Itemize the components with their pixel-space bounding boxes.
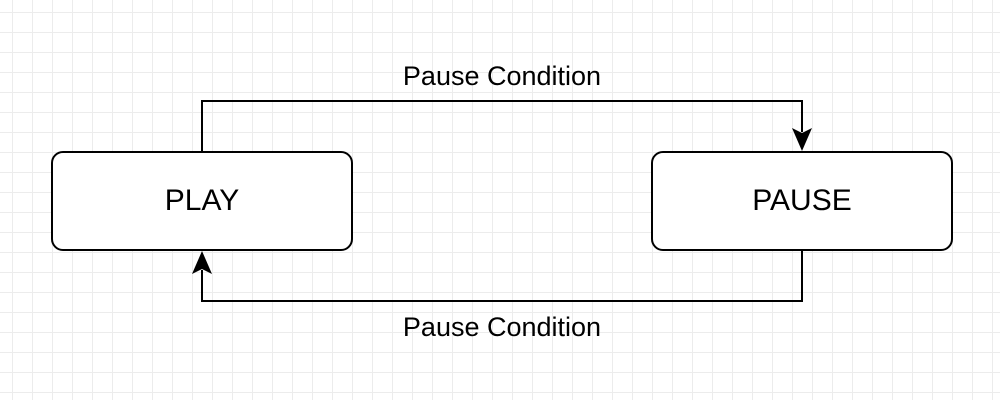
transition-pause-to-play-line[interactable] xyxy=(201,251,803,302)
transition-play-to-pause-label: Pause Condition xyxy=(402,61,602,91)
transition-pause-to-play-label: Pause Condition xyxy=(402,312,602,342)
state-play-label: PLAY xyxy=(164,184,240,217)
transition-play-to-pause-arrowhead xyxy=(792,128,812,151)
state-pause-label: PAUSE xyxy=(752,184,852,217)
state-pause-node[interactable]: PAUSE xyxy=(651,151,953,251)
transition-play-to-pause-line[interactable] xyxy=(201,100,803,151)
state-play-node[interactable]: PLAY xyxy=(51,151,353,251)
transition-pause-to-play-arrowhead xyxy=(192,251,212,274)
